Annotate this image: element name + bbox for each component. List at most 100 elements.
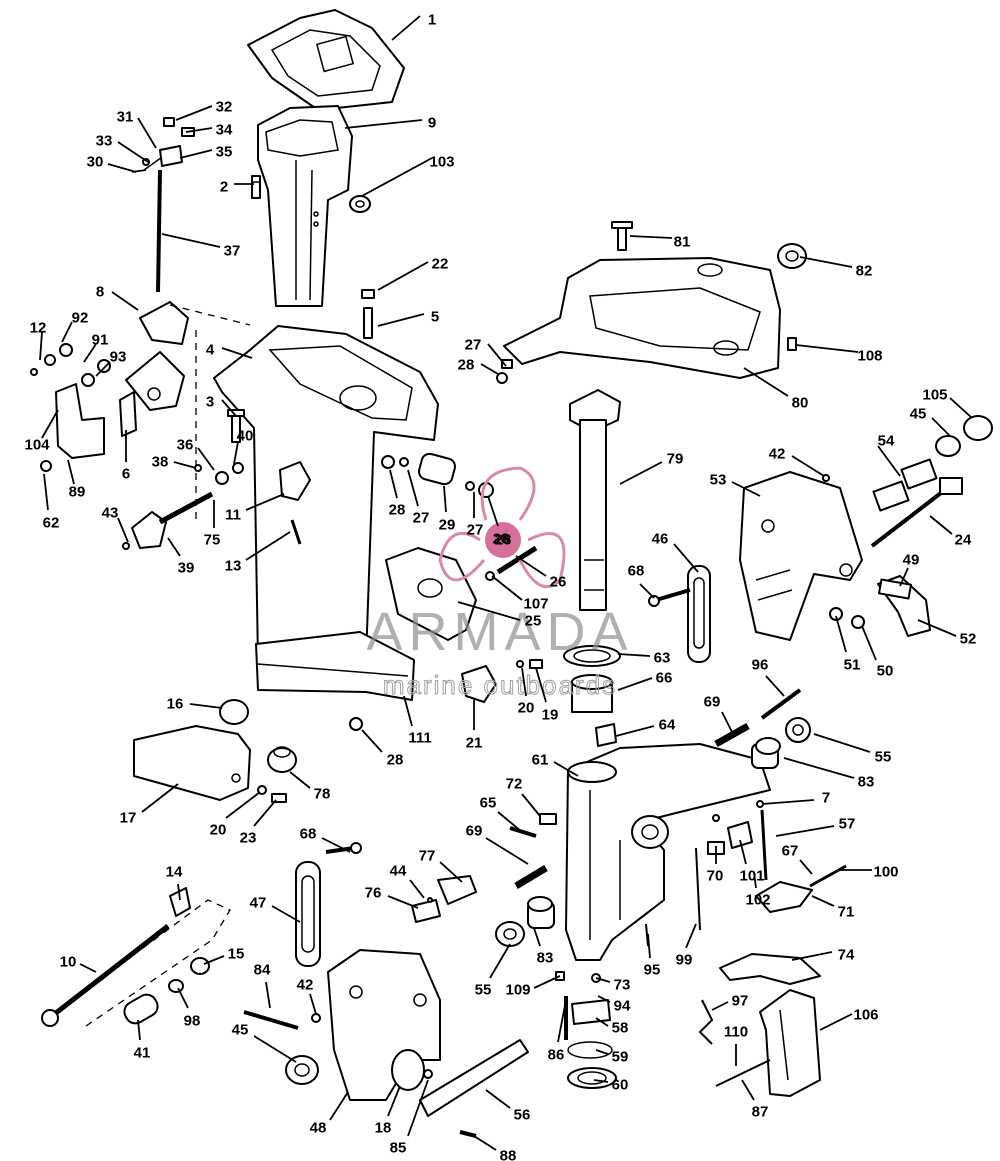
callout-28: 28 — [389, 469, 405, 519]
callout-number: 83 — [537, 950, 554, 967]
callout-number: 47 — [250, 895, 267, 912]
callout-leader-line — [39, 331, 43, 361]
callout-32: 32 — [175, 99, 232, 121]
part-clamp-bracket-left — [243, 949, 529, 1138]
part-tilt-lock-52 — [829, 575, 931, 637]
callout-leader-line — [765, 675, 785, 697]
callout-15: 15 — [203, 946, 244, 965]
callout-leader-line — [487, 343, 507, 367]
part-link-46 — [648, 565, 711, 663]
callout-leader-line — [721, 711, 733, 733]
callout-number: 27 — [465, 337, 482, 354]
callout-number: 6 — [122, 466, 130, 483]
callout-27: 27 — [465, 337, 507, 367]
callout-number: 53 — [710, 472, 727, 489]
callout-number: 64 — [659, 717, 676, 734]
callout-leader-line — [253, 799, 277, 827]
callout-leader-line — [473, 1135, 497, 1151]
callout-101: 101 — [739, 839, 765, 885]
callout-number: 88 — [500, 1148, 517, 1161]
callout-28: 28 — [487, 495, 510, 548]
callout-89: 89 — [67, 459, 85, 501]
callout-10: 10 — [60, 954, 97, 973]
callout-27: 27 — [407, 469, 430, 527]
callout-number: 23 — [240, 830, 257, 847]
callout-leader-line — [137, 1019, 141, 1041]
callout-leader-line — [595, 1017, 609, 1027]
callout-leader-line — [61, 321, 73, 343]
callout-number: 24 — [955, 532, 972, 549]
callout-45: 45 — [910, 406, 951, 437]
callout-leader-line — [203, 955, 225, 965]
callout-77: 77 — [419, 848, 463, 883]
part-lever-assembly-left — [30, 301, 189, 411]
callout-53: 53 — [710, 472, 761, 497]
callout-number: 19 — [542, 707, 559, 724]
callout-60: 60 — [593, 1077, 628, 1094]
part-shift-rod — [143, 149, 173, 293]
callout-87: 87 — [741, 1079, 769, 1121]
watermark-logo: 28 — [438, 466, 566, 589]
callout-leader-line — [647, 933, 651, 959]
callout-leader-line — [533, 975, 561, 989]
callout-63: 63 — [617, 650, 670, 667]
callout-37: 37 — [161, 233, 241, 260]
callout-leader-line — [485, 1089, 511, 1109]
part-bolts-center — [227, 289, 375, 443]
callout-number: 20 — [210, 822, 227, 839]
callout-42: 42 — [297, 977, 317, 1015]
callout-54: 54 — [877, 433, 901, 477]
callout-number: 95 — [644, 962, 661, 979]
callout-leader-line — [739, 839, 747, 865]
callout-leader-line — [619, 461, 663, 485]
part-gasket-top — [247, 9, 405, 111]
callout-19: 19 — [535, 667, 559, 724]
callout-number: 36 — [177, 437, 194, 454]
callout-leader-line — [289, 771, 311, 789]
part-pins-and-bushings-right — [714, 688, 811, 769]
callout-number: 37 — [224, 243, 241, 260]
callout-20: 20 — [210, 791, 261, 839]
callout-number: 61 — [532, 752, 549, 769]
callout-109: 109 — [505, 975, 561, 999]
callout-number: 48 — [310, 1120, 327, 1137]
callout-leader-line — [685, 923, 697, 949]
watermark-logo-petal-2 — [518, 532, 566, 589]
watermark-logo-petal-1 — [480, 466, 536, 521]
callout-number: 18 — [375, 1120, 392, 1137]
callout-number: 110 — [724, 1024, 748, 1041]
callout-number: 4 — [206, 342, 215, 359]
callout-number: 71 — [838, 904, 855, 921]
callout-leader-line — [753, 871, 757, 889]
callout-29: 29 — [439, 485, 455, 534]
callout-36: 36 — [177, 437, 215, 471]
callout-number: 106 — [853, 1007, 878, 1024]
watermark-logo-petal-3 — [438, 531, 486, 582]
callout-84: 84 — [254, 962, 271, 1009]
callout-leader-line — [137, 117, 157, 149]
callout-leader-line — [185, 127, 213, 133]
callout-57: 57 — [775, 816, 855, 837]
callout-number: 65 — [480, 795, 497, 812]
callout-number: 27 — [413, 510, 430, 527]
callout-leader-line — [221, 347, 253, 359]
callout-108: 108 — [795, 344, 883, 365]
callout-leader-line — [377, 261, 429, 291]
callout-number: 91 — [92, 332, 109, 349]
callout-leader-line — [929, 515, 953, 535]
callout-leader-line — [639, 583, 655, 599]
callout-number: 45 — [910, 406, 927, 423]
callout-leader-line — [615, 725, 655, 737]
callout-number: 28 — [493, 531, 510, 548]
callout-number: 80 — [792, 395, 809, 412]
callout-number: 105 — [922, 387, 947, 404]
callout-leader-line — [189, 703, 223, 709]
callout-number: 86 — [548, 1047, 565, 1064]
callout-81: 81 — [629, 234, 690, 251]
callout-number: 87 — [752, 1104, 769, 1121]
callout-number: 44 — [390, 863, 407, 880]
callout-number: 75 — [204, 532, 221, 549]
callout-12: 12 — [30, 320, 46, 361]
callout-leader-line — [775, 825, 835, 837]
